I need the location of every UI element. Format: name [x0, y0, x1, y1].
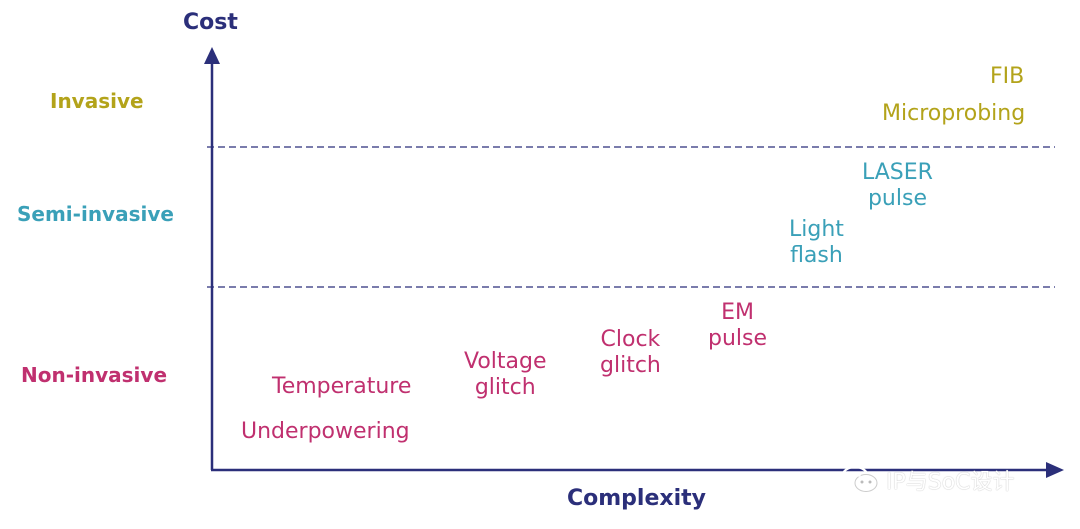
x-axis-title: Complexity: [567, 486, 706, 511]
band-label-non-invasive: Non-invasive: [21, 363, 168, 387]
technique-em-pulse: EM pulse: [708, 300, 768, 352]
band-label-invasive: Invasive: [50, 89, 144, 113]
y-axis-arrow: [204, 47, 220, 64]
wechat-icon: [840, 465, 880, 495]
technique-laser-pulse: LASER pulse: [862, 160, 933, 212]
technique-clock-glitch: Clock glitch: [600, 327, 661, 379]
technique-voltage-glitch: Voltage glitch: [464, 349, 547, 401]
x-axis-arrow: [1046, 462, 1064, 478]
watermark: IP与SoC设计: [840, 464, 1015, 496]
technique-light-flash: Light flash: [789, 217, 844, 269]
technique-underpowering: Underpowering: [241, 419, 410, 444]
technique-microprobing: Microprobing: [882, 101, 1026, 126]
band-label-semi-invasive: Semi-invasive: [17, 202, 174, 226]
y-axis-title: Cost: [183, 10, 238, 35]
technique-fib: FIB: [990, 64, 1025, 89]
watermark-text: IP与SoC设计: [886, 470, 1015, 495]
technique-temperature: Temperature: [272, 374, 412, 399]
